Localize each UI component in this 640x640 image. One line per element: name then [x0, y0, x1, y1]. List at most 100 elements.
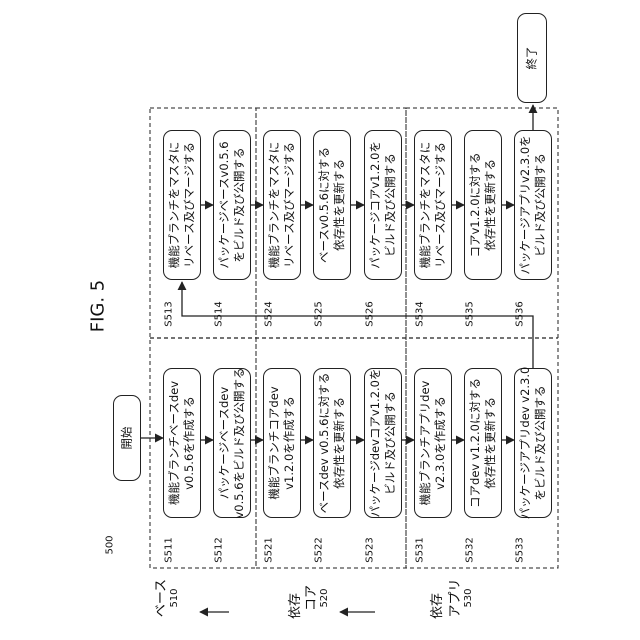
- step-text-line: リベース及びマージする: [182, 142, 197, 268]
- step-text-line: 機能ブランチをマスタに: [267, 142, 282, 269]
- step-text-line: をビルド及び公開する: [533, 386, 548, 501]
- lane-name: コア: [305, 585, 319, 611]
- terminator-label: 終了: [525, 47, 540, 70]
- lane-label-520: コア520: [305, 585, 331, 611]
- step-text-line: 依存性を更新する: [332, 397, 347, 489]
- step-box-s535: コアv1.2.0に対する依存性を更新する: [464, 130, 502, 280]
- step-text-line: ビルド及び公開する: [533, 153, 548, 257]
- step-text: パッケージコアv1.2.0をビルド及び公開する: [368, 141, 398, 269]
- step-box-s522: ベースdev v0.5.6に対する依存性を更新する: [313, 368, 351, 518]
- step-text: 機能ブランチコアdevv1.2.0を作成する: [267, 386, 297, 499]
- step-box-s521: 機能ブランチコアdevv1.2.0を作成する: [263, 368, 301, 518]
- step-text-line: をビルド及び公開する: [232, 148, 247, 263]
- figure-reference-number: 500: [105, 535, 116, 554]
- step-text-line: コアdev v1.2.0に対する: [468, 378, 483, 508]
- step-text-line: パッケージdevコアv1.2.0を: [368, 368, 383, 517]
- dependency-label-text: 依存: [431, 593, 445, 619]
- dependency-label-text: 依存: [289, 593, 303, 619]
- step-text-line: パッケージアプリdev v2.3.0: [518, 367, 533, 520]
- step-text: 機能ブランチをマスタにリベース及びマージする: [418, 142, 448, 269]
- step-box-s526: パッケージコアv1.2.0をビルド及び公開する: [364, 130, 402, 280]
- step-text-line: ベースv0.5.6に対する: [317, 147, 332, 263]
- step-text-line: ビルド及び公開する: [383, 391, 398, 495]
- lane-label-530: アプリ530: [449, 578, 475, 617]
- step-text: ベースv0.5.6に対する依存性を更新する: [317, 147, 347, 263]
- step-box-s524: 機能ブランチをマスタにリベース及びマージする: [263, 130, 301, 280]
- step-text-line: パッケージベースv0.5.6: [217, 141, 232, 268]
- lane-label-510: ベース510: [155, 579, 181, 617]
- end-terminator: 終了: [517, 13, 547, 103]
- step-text: 機能ブランチをマスタにリベース及びマージする: [167, 142, 197, 269]
- lane-id: 530: [463, 588, 475, 607]
- step-box-s536: パッケージアプリv2.3.0をビルド及び公開する: [514, 130, 552, 280]
- step-text-line: 依存性を更新する: [483, 397, 498, 489]
- step-box-s511: 機能ブランチベースdevv0.5.6を作成する: [163, 368, 201, 518]
- step-text-line: v2.3.0を作成する: [433, 396, 448, 490]
- lane-id: 520: [319, 588, 331, 607]
- terminator-text: 終了: [525, 47, 540, 70]
- figure-title: FIG. 5: [88, 280, 109, 333]
- step-text: 機能ブランチベースdevv0.5.6を作成する: [167, 381, 197, 505]
- step-text: パッケージベースv0.5.6をビルド及び公開する: [217, 141, 247, 268]
- dependency-label: 依存: [289, 593, 303, 619]
- step-text-line: v1.2.0を作成する: [282, 396, 297, 490]
- step-text: 機能ブランチをマスタにリベース及びマージする: [267, 142, 297, 269]
- dependency-label: 依存: [431, 593, 445, 619]
- lane-id: 510: [169, 588, 181, 607]
- step-box-s525: ベースv0.5.6に対する依存性を更新する: [313, 130, 351, 280]
- step-text-line: ベースdev v0.5.6に対する: [317, 373, 332, 514]
- step-text: コアv1.2.0に対する依存性を更新する: [468, 152, 498, 257]
- step-code-label: S525: [314, 301, 325, 326]
- step-text-line: パッケージアプリv2.3.0を: [518, 135, 533, 274]
- step-box-s533: パッケージアプリdev v2.3.0をビルド及び公開する: [514, 368, 552, 518]
- step-text-line: v0.5.6をビルド及び公開する: [232, 367, 247, 518]
- step-text-line: 機能ブランチコアdev: [267, 386, 282, 499]
- step-code-label: S514: [214, 301, 225, 326]
- step-text: パッケージアプリdev v2.3.0をビルド及び公開する: [518, 367, 548, 520]
- start-terminator: 開始: [113, 395, 141, 481]
- terminator-label: 開始: [120, 427, 135, 450]
- arrow-s533-to-s513: [182, 282, 533, 368]
- step-text-line: 機能ブランチアプリdev: [418, 381, 433, 506]
- step-code-label: S522: [314, 537, 325, 562]
- step-text: パッケージベースdevv0.5.6をビルド及び公開する: [217, 367, 247, 518]
- lane-name: アプリ: [449, 578, 463, 617]
- step-box-s523: パッケージdevコアv1.2.0をビルド及び公開する: [364, 368, 402, 518]
- step-code-label: S526: [365, 301, 376, 326]
- step-box-s512: パッケージベースdevv0.5.6をビルド及び公開する: [213, 368, 251, 518]
- step-code-label: S534: [415, 301, 426, 326]
- step-text-line: パッケージコアv1.2.0を: [368, 141, 383, 269]
- step-code-label: S536: [515, 301, 526, 326]
- step-text: パッケージdevコアv1.2.0をビルド及び公開する: [368, 368, 398, 517]
- step-text-line: 依存性を更新する: [332, 159, 347, 251]
- step-box-s513: 機能ブランチをマスタにリベース及びマージする: [163, 130, 201, 280]
- lane-name: ベース: [155, 579, 169, 617]
- step-code-label: S524: [264, 301, 275, 326]
- step-box-s514: パッケージベースv0.5.6をビルド及び公開する: [213, 130, 251, 280]
- step-text-line: 機能ブランチをマスタに: [167, 142, 182, 269]
- terminator-text: 開始: [120, 427, 135, 450]
- step-code-label: S532: [465, 537, 476, 562]
- step-box-s534: 機能ブランチをマスタにリベース及びマージする: [414, 130, 452, 280]
- step-code-label: S523: [365, 537, 376, 562]
- step-box-s531: 機能ブランチアプリdevv2.3.0を作成する: [414, 368, 452, 518]
- step-text-line: リベース及びマージする: [433, 142, 448, 268]
- step-code-label: S521: [264, 537, 275, 562]
- step-text: 機能ブランチアプリdevv2.3.0を作成する: [418, 381, 448, 506]
- step-text-line: v0.5.6を作成する: [182, 396, 197, 490]
- step-text-line: 機能ブランチをマスタに: [418, 142, 433, 269]
- step-text: ベースdev v0.5.6に対する依存性を更新する: [317, 373, 347, 514]
- step-code-label: S535: [465, 301, 476, 326]
- step-text-line: 機能ブランチベースdev: [167, 381, 182, 505]
- step-text-line: ビルド及び公開する: [383, 153, 398, 257]
- step-code-label: S512: [214, 537, 225, 562]
- step-text-line: 依存性を更新する: [483, 159, 498, 251]
- step-code-label: S511: [164, 537, 175, 562]
- step-text-line: パッケージベースdev: [217, 387, 232, 499]
- step-code-label: S533: [515, 537, 526, 562]
- step-text-line: リベース及びマージする: [282, 142, 297, 268]
- step-code-label: S513: [164, 301, 175, 326]
- step-text: コアdev v1.2.0に対する依存性を更新する: [468, 378, 498, 508]
- step-text: パッケージアプリv2.3.0をビルド及び公開する: [518, 135, 548, 274]
